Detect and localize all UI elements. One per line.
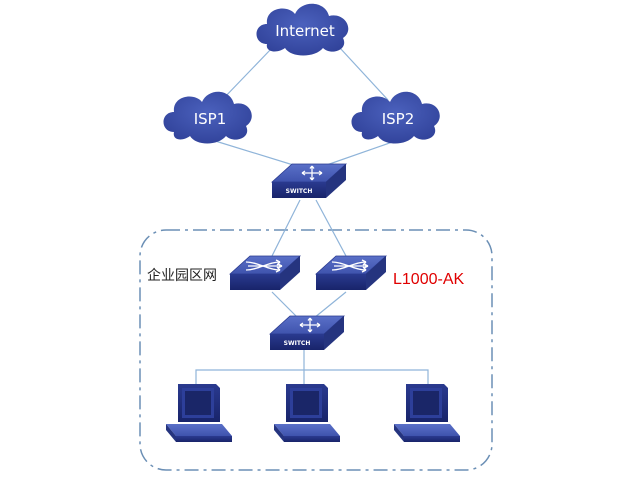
isp2-label: ISP2 — [382, 110, 415, 128]
device-model-label: L1000-AK — [393, 271, 465, 288]
enterprise-zone-boundary — [139, 229, 493, 471]
isp2-cloud: ISP2 — [351, 91, 440, 144]
switch-arrows-icon — [299, 317, 321, 333]
switch-arrows-icon — [301, 165, 323, 181]
pc-3 — [394, 384, 460, 442]
links — [195, 47, 429, 384]
access-switch-label: SWITCH — [284, 340, 311, 347]
link-core-switch-router-left — [271, 199, 301, 257]
link-router-left-access-switch — [271, 291, 299, 319]
link-internet-isp1 — [221, 47, 273, 101]
isp1-cloud: ISP1 — [163, 91, 252, 144]
router-left — [228, 255, 302, 290]
computer-icon — [274, 384, 340, 442]
link-isp2-core-switch — [317, 139, 399, 169]
router-arrows-icon — [331, 259, 369, 273]
pc-2 — [274, 384, 340, 442]
link-internet-isp2 — [339, 47, 389, 101]
core-switch-label: SWITCH — [286, 188, 313, 195]
computer-icon — [394, 384, 460, 442]
access-switch: SWITCH — [268, 315, 346, 350]
isp1-label: ISP1 — [194, 110, 227, 128]
link-access-switch-pcs — [195, 369, 429, 384]
internet-cloud: Internet — [256, 3, 349, 56]
pc-1 — [166, 384, 232, 442]
link-router-right-access-switch — [313, 291, 347, 319]
link-core-switch-router-right — [315, 199, 347, 257]
core-switch: SWITCH — [270, 163, 348, 198]
internet-label: Internet — [275, 22, 335, 40]
router-arrows-icon — [245, 259, 283, 273]
computer-icon — [166, 384, 232, 442]
router-right — [314, 255, 388, 290]
zone-label: 企业园区网 — [147, 268, 217, 284]
link-isp1-core-switch — [211, 139, 304, 169]
